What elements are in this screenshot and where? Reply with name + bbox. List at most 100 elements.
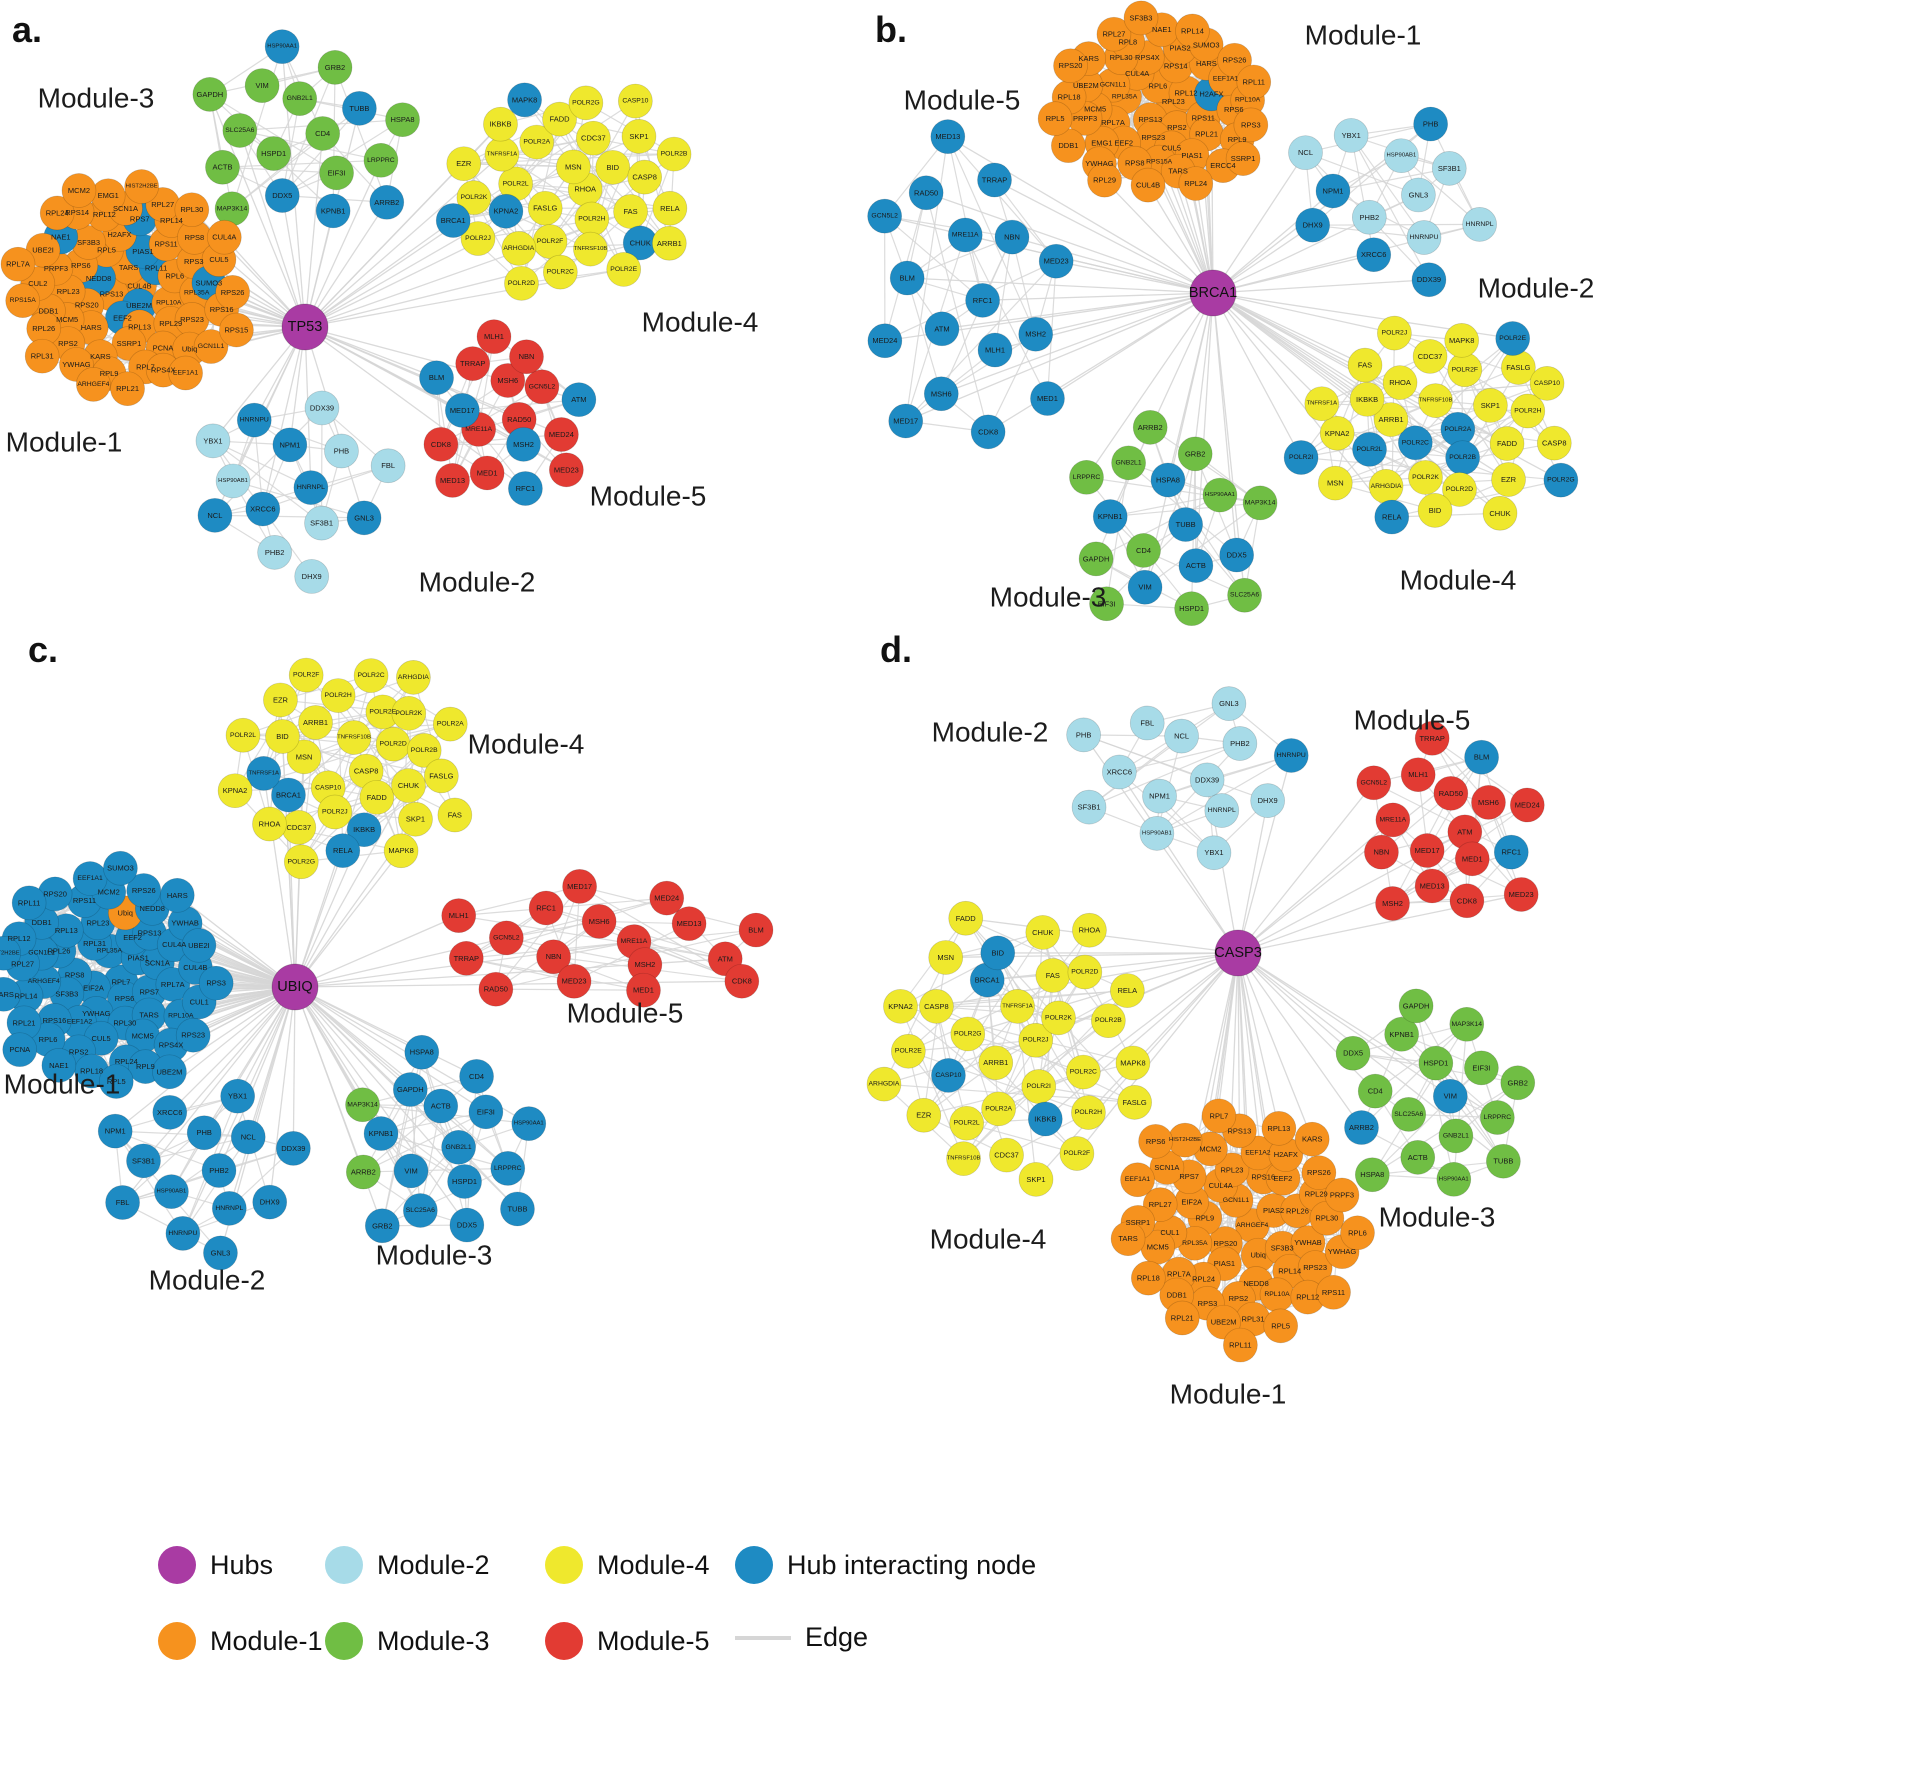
hub-edge [169,986,296,1113]
gene-node [286,739,322,775]
gene-label: IKBKB [489,120,511,129]
gene-node [201,1153,237,1188]
gene-node [928,940,964,975]
gene-label: SLC25A6 [225,127,254,134]
hub-edge [304,326,437,379]
module5-color-swatch [545,1622,583,1660]
gene-label: POLR2L [954,1120,980,1127]
gene-label: HARS [167,891,188,900]
gene-node [1225,141,1261,176]
gene-node [1018,1022,1054,1058]
gene-node [256,136,292,171]
edge [419,1105,442,1211]
gene-label: SF3B1 [132,1156,155,1165]
hub-edge [1212,292,1368,400]
edge [1088,742,1241,808]
gene-node [1138,1123,1173,1159]
gene-node [1438,1118,1474,1154]
hub-edge [1237,952,1354,1054]
hub-edge [1212,292,1393,518]
gene-label: SUMO3 [1193,40,1220,49]
gene-node [459,1058,494,1094]
gene-node [423,426,459,462]
gene-label: SCN1A [145,958,170,967]
gene-label: MAPK8 [388,846,413,855]
hub-edge [1237,800,1269,954]
edge [495,929,757,990]
hub-edge [1076,952,1239,1154]
gene-label: HSP90AB1 [1142,830,1172,836]
gene-node [0,935,21,971]
gene-label: GNL3 [1409,190,1429,199]
gene-node [948,900,984,936]
gene-node [1227,577,1262,613]
gene-node [977,162,1012,198]
gene-label: BID [606,163,619,172]
hub-edge [212,326,306,442]
gene-node [1364,834,1399,870]
gene-node [867,323,903,359]
gene-label: RPL7A [1167,1270,1191,1279]
hub-edge [304,133,324,328]
gene-node [437,797,473,833]
gene-label: ARHGDIA [869,1081,900,1088]
gene-node [1489,426,1525,461]
gene-node [1373,402,1409,437]
gene-label: CUL4B [183,963,207,972]
gene-node [947,217,983,253]
gene-label: YBX1 [1204,848,1223,857]
gene-label: EIF3I [328,168,346,177]
gene-label: EZR [1501,475,1517,484]
gene-node [1078,541,1114,577]
hub-edge [247,986,296,1138]
label-layer: CD4HSPD1GNB2L1EIF3ISLC25A6TUBBDDX5VIMLRP… [6,9,759,598]
edge [966,1122,1078,1155]
gene-node [225,717,261,753]
gene-label: RPL7A [6,260,30,269]
gene-label: CDC37 [994,1151,1019,1160]
gene-node [1196,835,1232,871]
edge [925,192,989,432]
gene-label: UBE2M [1211,1318,1237,1327]
gene-label: CDK8 [431,440,451,449]
gene-label: PHB2 [1360,213,1380,222]
gene-label: YBX1 [203,436,222,445]
gene-node [671,906,707,942]
gene-label: HSPD1 [1423,1059,1448,1068]
gene-node [724,963,760,999]
gene-label: RHOA [1389,378,1411,387]
gene-label: KARS [0,990,14,999]
gene-label: RPL29 [1093,176,1116,185]
gene-node [1449,883,1485,919]
edge [209,93,337,174]
gene-label: XRCC6 [157,1108,182,1117]
module2-color-swatch [325,1546,363,1584]
gene-label: HSPA8 [1156,476,1180,485]
gene-label: GRB2 [325,63,345,72]
edge [1312,223,1480,226]
gene-node [1096,16,1132,52]
legend-label-hubs: Hubs [210,1549,274,1580]
gene-label: FAS [623,207,637,216]
gene-label: RPL8 [1118,37,1137,46]
gene-label: RPS16 [43,1016,67,1025]
gene-node [1356,237,1392,273]
hub-edge [1237,755,1292,954]
gene-label: POLR2A [523,139,550,146]
gene-node [353,658,389,693]
gene-node [1482,495,1518,531]
gene-label: RPL24 [115,1057,138,1066]
gene-label: RPL27 [1102,30,1125,39]
gene-label: GNB2L1 [446,1144,472,1151]
gene-label: DHX9 [1258,796,1278,805]
gene-label: HSPD1 [261,149,286,158]
gene-label: CUL4A [212,233,236,242]
hub-edge [907,277,1214,294]
gene-label: XRCC6 [1361,250,1386,259]
gene-label: ERCC4 [1210,161,1235,170]
gene-label: TARS [1118,1234,1137,1243]
gene-label: RPS26 [132,886,156,895]
gene-label: TNFRSF1A [1002,1003,1033,1009]
gene-node [891,1033,926,1069]
gene-label: GAPDH [1083,554,1110,563]
